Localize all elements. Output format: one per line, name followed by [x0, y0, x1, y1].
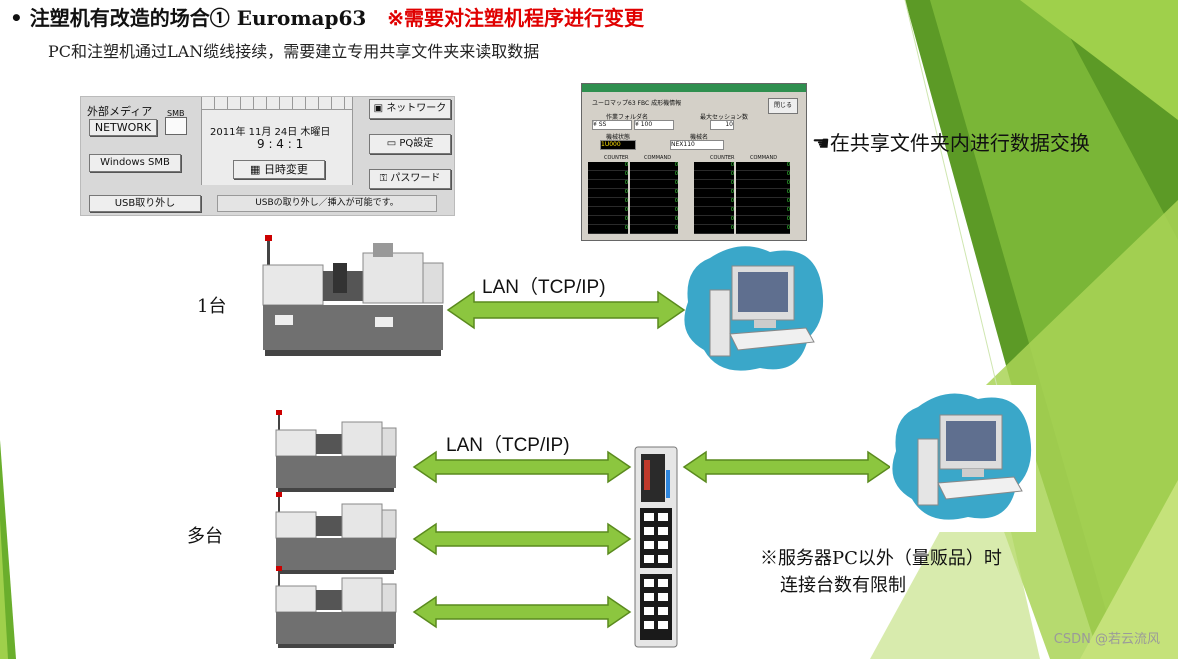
window-title: ユーロマップ63 FBC 成形機情報: [592, 100, 682, 107]
network-setting-button[interactable]: ▣ ネットワーク: [369, 99, 451, 119]
media-header: 外部メディア: [87, 105, 153, 118]
table-row: 0: [694, 225, 734, 234]
table-row: 0: [736, 189, 790, 198]
close-button[interactable]: 閉じる: [768, 98, 798, 114]
state-label: 機械状態: [606, 134, 631, 141]
table-row: 0: [588, 189, 628, 198]
note-line-1: ※服务器PC以外（量贩品）时: [760, 548, 1002, 569]
lan-arrow-multi-1: [412, 450, 632, 484]
date-text: 2011年 11月 24日 木曜日: [210, 127, 331, 138]
media-settings-panel: 外部メディア SMB NETWORK Windows SMB 2011年 11月…: [80, 96, 455, 216]
session-label: 最大セッション数: [700, 114, 749, 121]
table-row: 0: [694, 162, 734, 171]
windows-smb-button[interactable]: Windows SMB: [89, 154, 181, 172]
counter-header-2: COUNTER: [710, 155, 735, 161]
folder-field-2[interactable]: ¥ 100: [634, 120, 674, 130]
table-row: 0: [588, 171, 628, 180]
table-row: 0: [588, 198, 628, 207]
injection-machine-multi-3: [275, 566, 397, 648]
injection-machine-multi-2: [275, 492, 397, 574]
machine-label: 機械名: [690, 134, 709, 141]
table-row: 0: [630, 207, 678, 216]
monitor-icon: [165, 117, 187, 135]
exchange-caption: ☚在共享文件夹内进行数据交换: [812, 131, 1090, 155]
table-row: 0: [694, 216, 734, 225]
table-row: 0: [588, 207, 628, 216]
password-button[interactable]: ⚿ パスワード: [369, 169, 451, 189]
table-row: 0: [736, 171, 790, 180]
table-row: 0: [736, 180, 790, 189]
table-row: 0: [694, 189, 734, 198]
command-header-2: COMMAND: [750, 155, 778, 161]
table-row: 0: [736, 162, 790, 171]
table-row: 0: [694, 207, 734, 216]
table-row: 0: [630, 162, 678, 171]
lan-arrow-server: [682, 450, 892, 484]
usb-remove-button[interactable]: USB取り外し: [89, 195, 201, 212]
table-row: 0: [630, 189, 678, 198]
key-icon: ⚿: [379, 173, 391, 184]
label-multi: 多台: [187, 526, 223, 547]
counter-header-1: COUNTER: [604, 155, 629, 161]
time-text: 9 : 4 : 1: [257, 137, 304, 151]
lan-label-top: LAN（TCP/IP): [482, 277, 606, 298]
injection-machine-multi-1: [275, 410, 397, 492]
table-row: 0: [588, 180, 628, 189]
usb-status: USBの取り外し／挿入が可能です。: [217, 195, 437, 212]
lan-arrow-multi-2: [412, 522, 632, 556]
pq-setting-button[interactable]: ▭ PQ設定: [369, 134, 451, 154]
table-row: 0: [630, 180, 678, 189]
window-titlebar: [582, 84, 806, 92]
table-row: 0: [630, 225, 678, 234]
watermark: CSDN @若云流风: [1053, 632, 1160, 647]
table-row: 0: [630, 198, 678, 207]
session-field[interactable]: 10: [710, 120, 734, 130]
table-row: 0: [588, 225, 628, 234]
lan-arrow-single: [446, 290, 686, 330]
disk-icon: ▭: [386, 138, 400, 149]
lan-arrow-multi-3: [412, 595, 632, 629]
euromap-window: ユーロマップ63 FBC 成形機情報 閉じる 作業フォルダ名 ¥ SS ¥ 10…: [581, 83, 807, 241]
network-icon: ▣: [373, 103, 387, 114]
smb-label: SMB: [167, 109, 185, 118]
calendar-icon: ▦: [250, 163, 264, 176]
lan-label-bottom: LAN（TCP/IP): [446, 435, 570, 456]
pc-icon-single: [684, 246, 824, 371]
table-row: 0: [736, 225, 790, 234]
slide-title: • 注塑机有改造的场合① Euromap63 ※需要对注塑机程序进行变更: [10, 2, 644, 31]
table-row: 0: [736, 198, 790, 207]
command-header-1: COMMAND: [644, 155, 672, 161]
injection-machine-single: [262, 235, 444, 356]
connection-note: ※服务器PC以外（量贩品）时 连接台数有限制: [760, 545, 1002, 599]
note-line-2: 连接台数有限制: [780, 575, 906, 596]
table-row: 0: [736, 216, 790, 225]
title-bullet: •: [10, 6, 23, 30]
title-main: 注塑机有改造的场合① Euromap63: [29, 6, 367, 30]
table-row: 0: [588, 216, 628, 225]
label-single: 1台: [197, 296, 227, 317]
machine-field: NEX110: [670, 140, 724, 150]
title-note: ※需要对注塑机程序进行变更: [387, 6, 644, 30]
folder-label: 作業フォルダ名: [606, 114, 649, 121]
table-row: 0: [694, 171, 734, 180]
network-hub-icon: [634, 446, 678, 648]
table-row: 0: [630, 216, 678, 225]
network-button[interactable]: NETWORK: [89, 119, 157, 136]
table-row: 0: [588, 162, 628, 171]
table-row: 0: [630, 171, 678, 180]
folder-field[interactable]: ¥ SS: [592, 120, 632, 130]
server-pc-icon: [892, 393, 1032, 520]
slide-subtitle: PC和注塑机通过LAN缆线接续，需要建立专用共享文件夹来读取数据: [48, 42, 540, 61]
state-field: 1U000: [600, 140, 636, 150]
date-change-button[interactable]: ▦ 日時変更: [233, 160, 325, 179]
table-row: 0: [736, 207, 790, 216]
table-row: 0: [694, 198, 734, 207]
table-row: 0: [694, 180, 734, 189]
